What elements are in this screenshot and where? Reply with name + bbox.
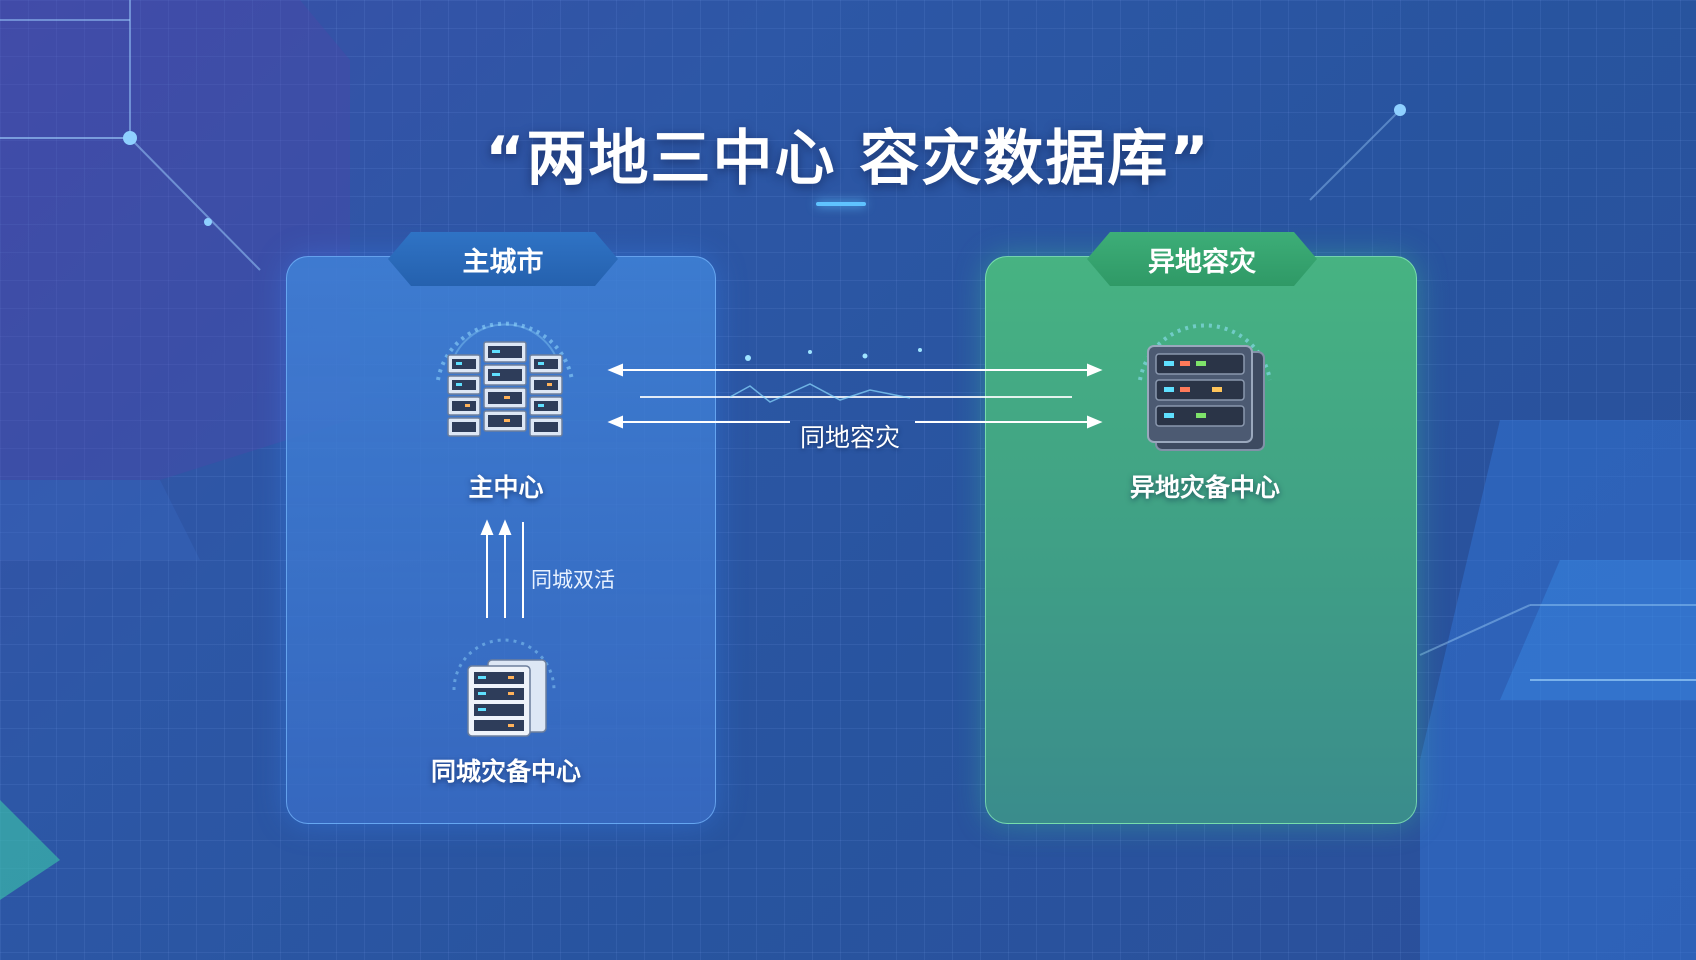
remote-backup-label: 异地灾备中心	[1129, 473, 1280, 502]
main-center-label: 主中心	[468, 473, 544, 502]
title-underline	[816, 202, 866, 206]
same-city-backup-label: 同城灾备中心	[430, 757, 581, 786]
same-city-active-label: 同城双活	[531, 568, 615, 592]
cross-region-label: 同地容灾	[800, 423, 901, 452]
active-active-arrows	[480, 519, 524, 618]
remote-tab: 异地容灾	[1087, 232, 1317, 286]
main-city-tab: 主城市	[388, 232, 618, 286]
server-rack-icon	[452, 638, 556, 737]
server-stack-icon	[1138, 323, 1272, 451]
page-title: “两地三中心 容灾数据库”	[485, 124, 1211, 194]
cross-region-arrows	[607, 348, 1103, 429]
server-cluster-icon	[436, 321, 574, 437]
